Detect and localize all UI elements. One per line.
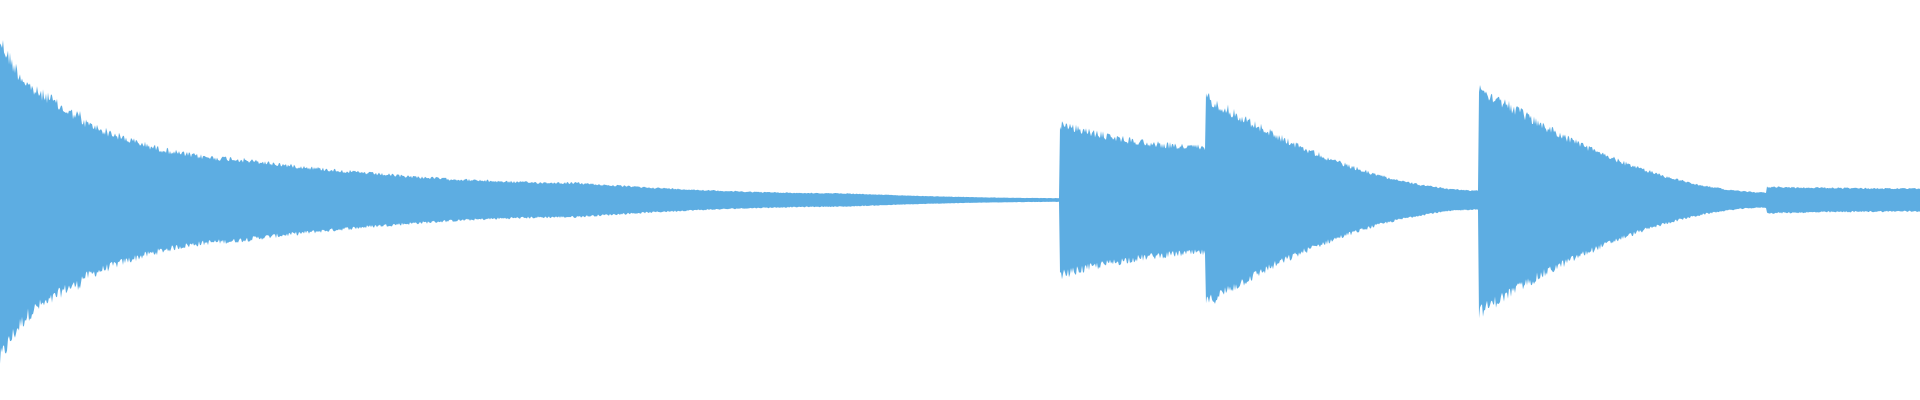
waveform-fill	[0, 40, 1920, 364]
